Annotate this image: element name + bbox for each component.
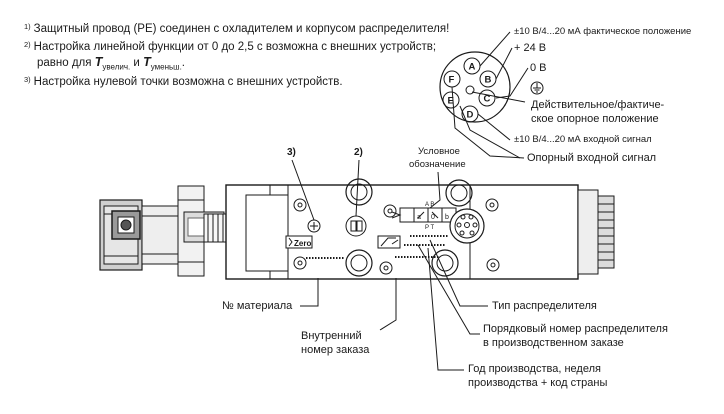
note-1-mark: 1) xyxy=(24,22,31,31)
pin-e-icon xyxy=(442,91,460,109)
note-2-t2-sub: уменьш. xyxy=(150,62,182,72)
label-pin-b: + 24 В xyxy=(514,42,547,54)
note-2-t1: T xyxy=(94,55,103,69)
note-2-text-a: Настройка линейной функции от 0 до 2,5 с… xyxy=(33,41,437,53)
symbol-a: a xyxy=(417,214,421,221)
label-actual-1: Действительное/фактиче- xyxy=(531,99,665,111)
label-material-no: № материала xyxy=(222,300,293,312)
valve-symbol xyxy=(391,207,465,223)
symbol-label-1: Условное xyxy=(418,146,460,157)
symbol-0: 0 xyxy=(431,214,435,221)
pin-c-icon xyxy=(478,89,496,107)
body-connector xyxy=(449,208,485,244)
zero-text: Zero xyxy=(294,239,311,248)
callout-3: 3) xyxy=(287,147,296,158)
label-internal-order-2: номер заказа xyxy=(301,344,370,356)
label-internal-order-1: Внутренний xyxy=(301,330,362,342)
note-2-text-b: равно для xyxy=(37,57,92,69)
note-1-text: Защитный провод (PE) соединен с охладите… xyxy=(33,23,450,35)
note-2-and: и xyxy=(133,57,140,69)
note-2-line-2: равно для Tувелич. и Tуменьш.. xyxy=(37,55,185,74)
label-pin-d: ±10 В/4...20 мА входной сигнал xyxy=(514,134,652,145)
callout-2: 2) xyxy=(354,147,363,158)
note-3: 3)Настройка нулевой точки возможна с вне… xyxy=(24,75,343,89)
label-year-2: производства + код страны xyxy=(468,377,608,389)
note-2-t1-sub: увелич. xyxy=(102,62,131,72)
symbol-ab: A B xyxy=(425,202,434,208)
solenoid-left xyxy=(99,185,286,277)
pin-f-letter: F xyxy=(449,75,455,86)
callout-lines xyxy=(291,159,488,371)
label-pin-e: Опорный входной сигнал xyxy=(527,152,657,164)
note-2: 2)Настройка линейной функции от 0 до 2,5… xyxy=(24,40,436,54)
label-serial-1: Порядковый номер распределителя xyxy=(483,323,668,335)
pin-d-letter: D xyxy=(467,110,474,121)
note-2-dot: . xyxy=(181,57,185,69)
valve-body xyxy=(225,178,579,280)
pin-e-letter: E xyxy=(448,96,454,107)
label-actual-2: ское опорное положение xyxy=(531,113,659,125)
label-valve-type: Тип распределителя xyxy=(492,300,597,312)
label-pin-a: ±10 В/4...20 мА фактическое положение xyxy=(514,26,692,37)
symbol-label-2: обозначение xyxy=(409,159,466,170)
label-year-1: Год производства, неделя xyxy=(468,363,601,375)
label-serial-2: в производственном заказе xyxy=(483,337,624,349)
label-pin-c: 0 В xyxy=(530,62,547,74)
pin-b-letter: B xyxy=(485,75,492,86)
pin-c-letter: C xyxy=(484,94,491,105)
note-3-text: Настройка нулевой точки возможна с внешн… xyxy=(33,76,343,88)
solenoid-right xyxy=(577,189,615,275)
ramp-adjust-icon xyxy=(377,235,401,249)
ground-icon xyxy=(530,81,544,95)
note-1: 1)Защитный провод (PE) соединен с охлади… xyxy=(24,22,449,36)
pin-letters: A B C D E F xyxy=(448,62,492,121)
pin-a-letter: A xyxy=(469,62,476,73)
symbol-pt: P T xyxy=(425,225,434,231)
note-3-mark: 3) xyxy=(24,75,31,84)
symbol-text: A B a 0 b P T Zero xyxy=(294,202,449,248)
zero-adjust-icon xyxy=(285,235,313,249)
symbol-b: b xyxy=(445,214,449,221)
pin-pe-icon xyxy=(465,85,475,95)
connector-leaders xyxy=(451,31,529,159)
note-2-t2: T xyxy=(143,55,151,69)
note-2-mark: 2) xyxy=(24,40,31,49)
